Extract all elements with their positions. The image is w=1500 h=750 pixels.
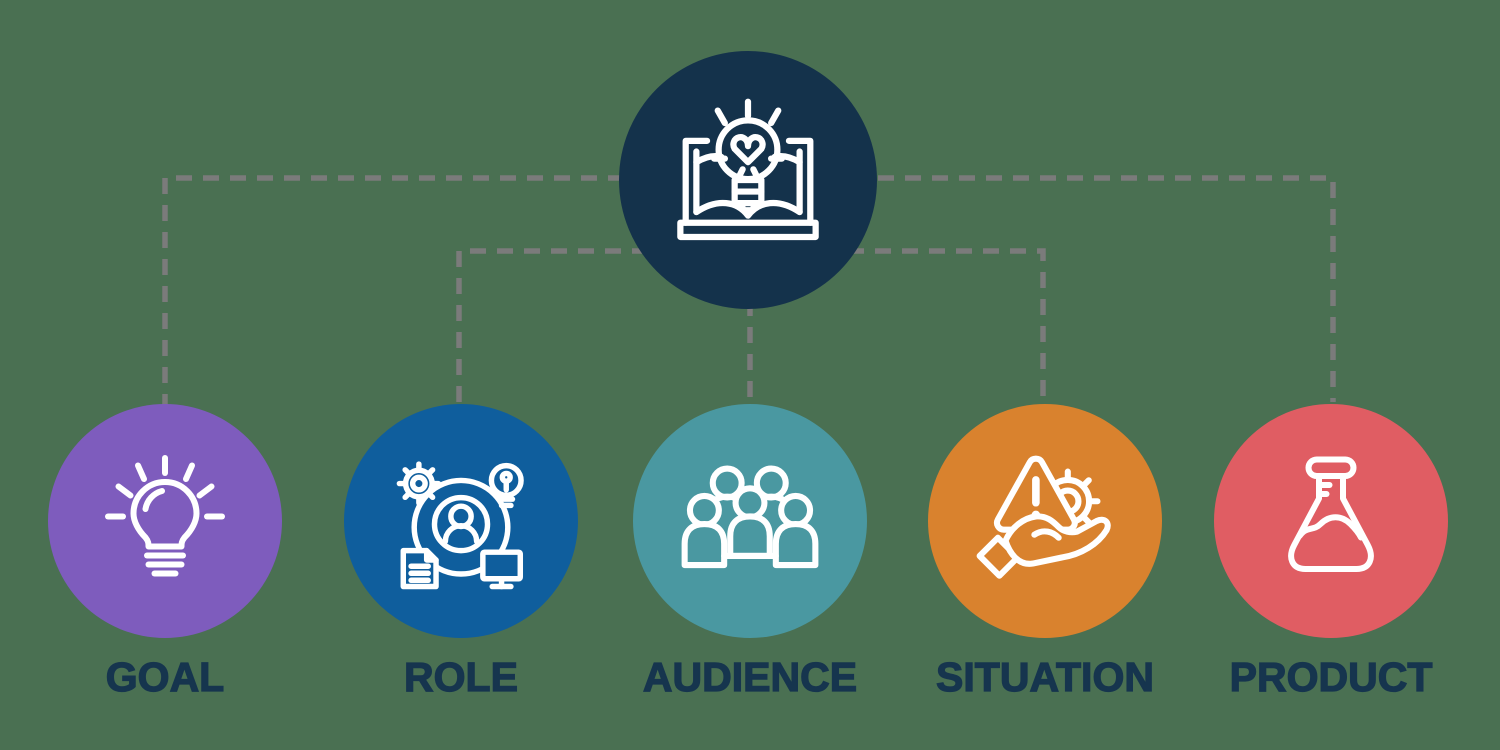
node-product xyxy=(1214,404,1448,638)
flask-icon xyxy=(1288,456,1374,572)
label-goal: GOAL xyxy=(105,653,225,700)
label-audience: AUDIENCE xyxy=(642,653,858,700)
node-goal xyxy=(48,404,282,638)
label-product: PRODUCT xyxy=(1229,653,1433,700)
center-node xyxy=(619,51,877,309)
book-lightbulb-icon xyxy=(677,98,819,241)
hand-warning-gear-icon xyxy=(976,455,1111,579)
lightbulb-rays-icon xyxy=(105,455,225,577)
label-situation: SITUATION xyxy=(935,653,1154,700)
person-gear-bulb-doc-monitor-icon xyxy=(396,461,524,590)
people-group-icon xyxy=(681,465,819,569)
node-audience xyxy=(633,404,867,638)
node-situation xyxy=(928,404,1162,638)
node-role xyxy=(344,404,578,638)
label-role: ROLE xyxy=(403,653,518,700)
